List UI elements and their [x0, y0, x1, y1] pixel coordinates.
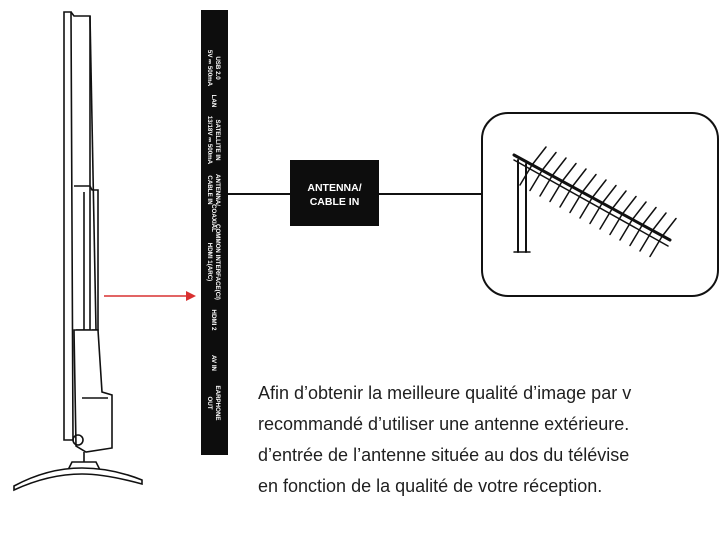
port-label-avin: AV IN [210, 355, 217, 372]
antenna-element [579, 179, 607, 219]
port-label-satellite-line2: 13/18V ⎓ 500mA [206, 116, 213, 165]
port-label-earphone-line2: OUT [206, 396, 213, 409]
port-label-antenna: ANTENNA/CABLE IN [206, 174, 221, 206]
description-line-2: recommandé d’utiliser une antenne extéri… [258, 414, 630, 434]
antenna-element [549, 162, 577, 203]
port-label-ci: COMMON INTERFACE(CI)HDMI 1(ARC) [206, 224, 221, 300]
port-label-coaxial-line1: COAXIAL [210, 204, 217, 232]
port-label-usb-line1: USB 2.0 [214, 56, 221, 80]
connector-label-line2: CABLE IN [310, 196, 360, 208]
antenna-element [519, 146, 547, 186]
antenna-element [629, 206, 657, 247]
port-label-antenna-line2: CABLE IN [206, 175, 213, 205]
antenna-element [599, 190, 627, 230]
arrow-right-icon [104, 291, 196, 301]
port-label-ci-line1: COMMON INTERFACE(CI) [214, 224, 221, 300]
tv-side-view-icon [13, 11, 143, 492]
description-line-4: en fonction de la qualité de votre récep… [258, 476, 603, 496]
antenna-element [609, 195, 637, 236]
port-label-hdmi2-line1: HDMI 2 [210, 310, 217, 332]
port-label-usb: USB 2.05V ⎓ 500mA [206, 50, 221, 87]
outdoor-antenna-icon [512, 146, 677, 258]
port-label-ci-line2: HDMI 1(ARC) [206, 243, 213, 282]
connector-label-line1: ANTENNA/ [307, 182, 361, 194]
port-label-lan: LAN [210, 95, 217, 108]
connector-panel [201, 10, 228, 455]
port-label-earphone-line1: EARPHONE [214, 385, 221, 420]
antenna-frame [481, 112, 719, 297]
port-label-hdmi2: HDMI 2 [210, 310, 217, 332]
antenna-element [529, 151, 557, 192]
antenna-element [539, 157, 567, 197]
antenna-element [619, 201, 647, 241]
port-label-satellite-line1: SATELLITE IN [214, 119, 221, 161]
port-label-usb-line2: 5V ⎓ 500mA [206, 50, 213, 87]
antenna-element [559, 168, 587, 208]
antenna-element [569, 173, 597, 214]
port-label-avin-line1: AV IN [210, 355, 217, 372]
connector-label-box [290, 160, 379, 226]
description-line-1: Afin d’obtenir la meilleure qualité d’im… [258, 383, 632, 403]
port-label-antenna-line1: ANTENNA/ [214, 174, 221, 206]
port-label-coaxial: COAXIAL [210, 204, 217, 232]
description-text: Afin d’obtenir la meilleure qualité d’im… [258, 378, 720, 502]
antenna-element [639, 212, 667, 252]
antenna-element [589, 184, 617, 225]
port-label-lan-line1: LAN [210, 95, 217, 108]
antenna-element [649, 217, 677, 258]
description-line-3: d’entrée de l’antenne située au dos du t… [258, 445, 630, 465]
